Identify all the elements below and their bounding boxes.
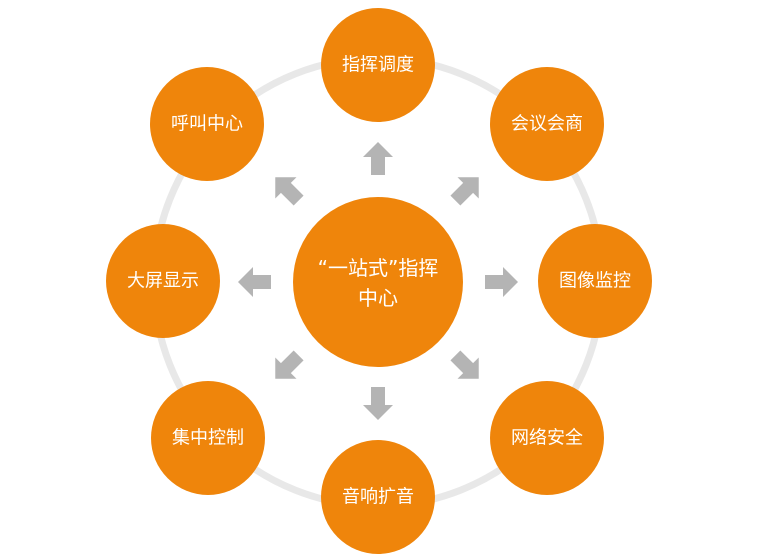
node-circle bbox=[106, 224, 220, 338]
center-node-circle bbox=[293, 197, 463, 367]
node-label: 大屏显示 bbox=[127, 271, 199, 292]
node-call-center: 呼叫中心 bbox=[150, 67, 264, 181]
node-circle bbox=[538, 224, 652, 338]
node-label: 呼叫中心 bbox=[171, 114, 243, 135]
arrow-up-right-icon bbox=[444, 166, 490, 212]
node-network-security: 网络安全 bbox=[490, 381, 604, 495]
node-label: 指挥调度 bbox=[342, 55, 414, 76]
arrow-down-right-icon bbox=[444, 344, 490, 390]
arrow-left-icon bbox=[238, 267, 271, 297]
node-conference: 会议会商 bbox=[490, 67, 604, 181]
node-audio-pa: 音响扩音 bbox=[321, 440, 435, 554]
arrow-right-icon bbox=[485, 267, 518, 297]
node-label: 图像监控 bbox=[559, 271, 631, 292]
node-circle bbox=[490, 67, 604, 181]
node-circle bbox=[151, 381, 265, 495]
center-node: “一站式”指挥 中心 bbox=[293, 197, 463, 367]
center-label-line-1: “一站式”指挥 bbox=[318, 256, 439, 280]
node-label: 会议会商 bbox=[511, 114, 583, 135]
arrow-up-icon bbox=[363, 142, 393, 175]
node-label: 集中控制 bbox=[172, 428, 244, 449]
arrow-down-left-icon bbox=[264, 344, 310, 390]
node-circle bbox=[321, 440, 435, 554]
node-label: 音响扩音 bbox=[342, 487, 414, 508]
arrow-down-icon bbox=[363, 387, 393, 420]
node-circle bbox=[150, 67, 264, 181]
node-circle bbox=[321, 8, 435, 122]
node-circle bbox=[490, 381, 604, 495]
center-label-line-2: 中心 bbox=[358, 286, 398, 310]
arrow-up-left-icon bbox=[264, 166, 310, 212]
node-video-surveillance: 图像监控 bbox=[538, 224, 652, 338]
node-large-screen: 大屏显示 bbox=[106, 224, 220, 338]
node-central-control: 集中控制 bbox=[151, 381, 265, 495]
node-dispatch: 指挥调度 bbox=[321, 8, 435, 122]
node-label: 网络安全 bbox=[511, 428, 583, 449]
